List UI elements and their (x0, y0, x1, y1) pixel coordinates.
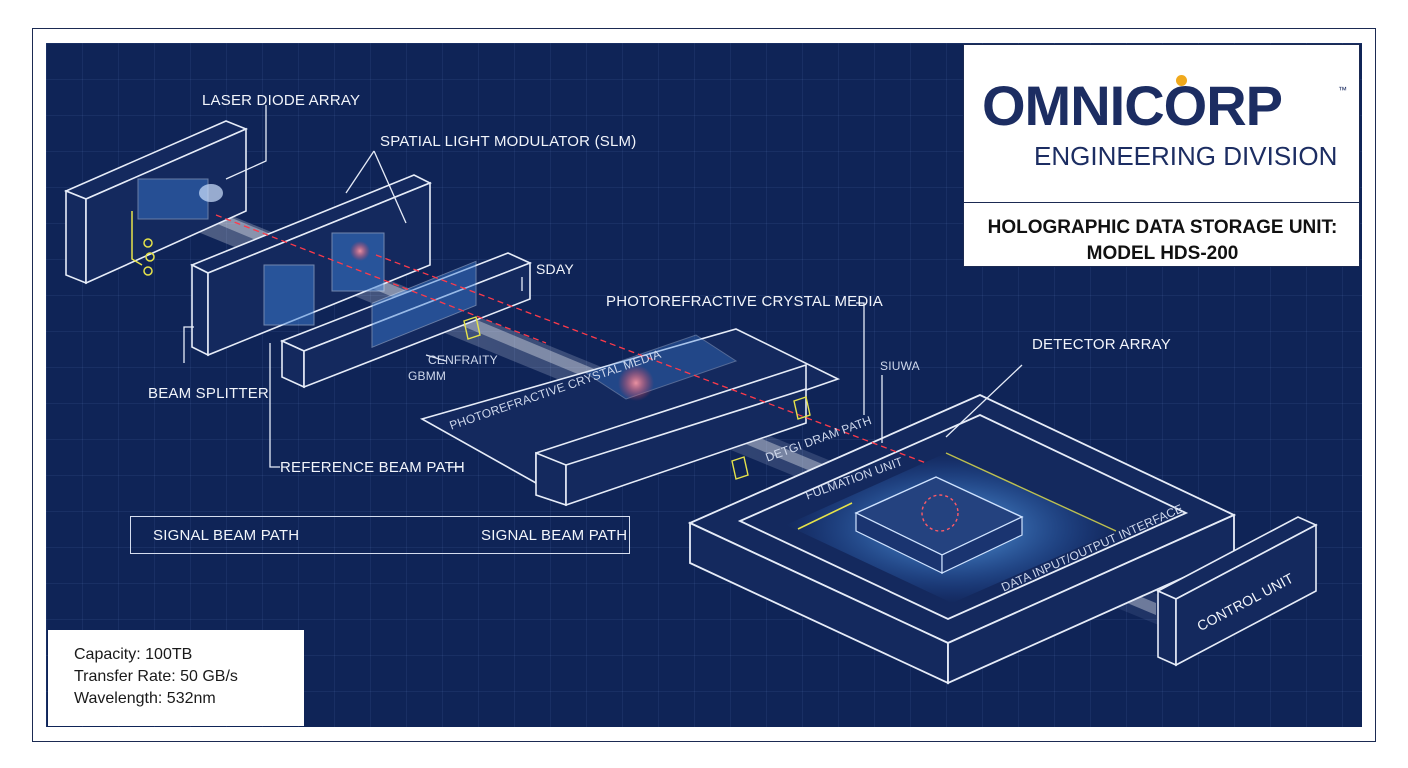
label-crystal-media: PHOTOREFRACTIVE CRYSTAL MEDIA (606, 293, 883, 310)
label-detector-array: DETECTOR ARRAY (1032, 336, 1171, 353)
yellow-markers (463, 316, 811, 480)
label-siuwa: SIUWA (880, 359, 920, 373)
beam-splitter-rail (279, 252, 533, 389)
spec-transfer-rate: Transfer Rate: 50 GB/s (74, 668, 238, 685)
crystal-media-stage (419, 328, 841, 507)
label-centrality: CENFRAITY (428, 353, 498, 367)
spec-sheet: Capacity: 100TB Transfer Rate: 50 GB/s W… (48, 630, 304, 726)
detector-chip-front (941, 516, 1023, 574)
label-gbmm: GBMM (408, 369, 447, 383)
detector-accent-lines (797, 502, 853, 530)
beam-splitter-element (371, 260, 477, 348)
detector-laser-ring (921, 494, 959, 532)
laser-connector-marks (131, 211, 155, 276)
slm-laser-spot (350, 241, 370, 261)
laser-diode-array-housing (63, 120, 249, 285)
signal-beam-path-box: SIGNAL BEAM PATH SIGNAL BEAM PATH (130, 516, 630, 554)
laser-red-paths (215, 214, 927, 464)
crystal-laser-spot (618, 365, 654, 401)
title-block: OMNICORP ™ ENGINEERING DIVISION HOLOGRAP… (963, 44, 1360, 267)
blueprint-panel: LASER DIODE ARRAY SPATIAL LIGHT MODULATO… (46, 43, 1362, 727)
division-name: ENGINEERING DIVISION (1034, 141, 1338, 171)
label-slm: SPATIAL LIGHT MODULATOR (SLM) (380, 133, 637, 150)
company-logo-wordmark: OMNICORP (982, 74, 1283, 137)
trademark-symbol: ™ (1338, 85, 1347, 95)
label-signal-beam-path-left: SIGNAL BEAM PATH (153, 527, 300, 544)
label-signal-beam-path-right: SIGNAL BEAM PATH (481, 527, 628, 544)
laser-diode-block (137, 178, 209, 220)
laser-emitter (199, 184, 223, 202)
diagram-title-line2: MODEL HDS-200 (1086, 243, 1239, 264)
schematic-drawing (63, 105, 1318, 685)
spec-wavelength: Wavelength: 532nm (74, 690, 216, 707)
spec-capacity: Capacity: 100TB (74, 646, 193, 663)
leader-lines (183, 105, 1023, 468)
label-reference-beam-path: REFERENCE BEAM PATH (280, 459, 465, 476)
label-sday: SDAY (536, 261, 574, 277)
logo-accent-dot (1176, 75, 1187, 86)
slm-window-left (263, 264, 315, 326)
diagram-title-line1: HOLOGRAPHIC DATA STORAGE UNIT: (987, 217, 1338, 238)
control-unit-housing (1156, 516, 1318, 667)
label-laser-diode-array: LASER DIODE ARRAY (202, 92, 361, 109)
title-divider (964, 202, 1359, 203)
label-beam-splitter: BEAM SPLITTER (148, 385, 269, 402)
